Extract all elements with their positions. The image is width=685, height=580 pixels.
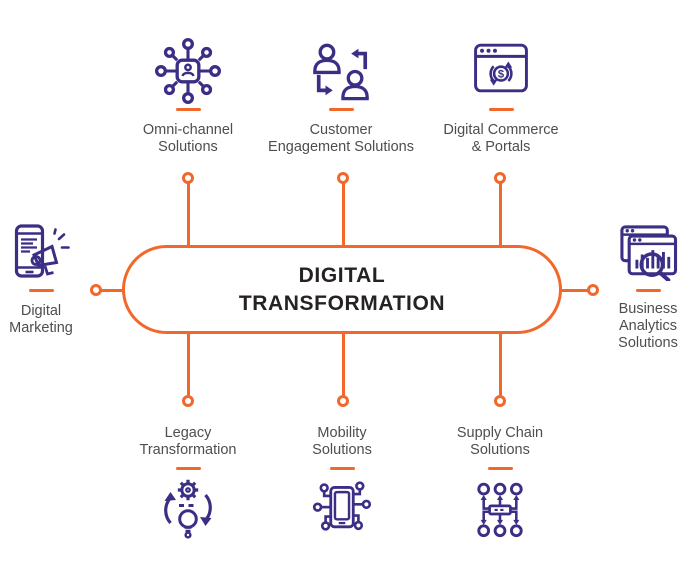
distribution-network-icon bbox=[471, 480, 529, 538]
item-label: Digital Marketing bbox=[9, 303, 73, 336]
central-capsule: DIGITAL TRANSFORMATION bbox=[122, 245, 562, 334]
connector-dot bbox=[337, 395, 349, 407]
connector-dot bbox=[337, 172, 349, 184]
item-label: Business Analytics Solutions bbox=[618, 301, 678, 351]
accent-dash bbox=[488, 108, 514, 111]
phone-megaphone-icon bbox=[9, 224, 73, 278]
people-exchange-icon bbox=[310, 40, 372, 102]
accent-dash bbox=[175, 467, 201, 470]
connector-dot bbox=[494, 172, 506, 184]
connector-line bbox=[498, 334, 502, 401]
connector-line bbox=[186, 334, 190, 401]
item-label: Digital Commerce & Portals bbox=[443, 122, 559, 155]
accent-dash bbox=[28, 289, 54, 292]
connector-line bbox=[341, 178, 345, 245]
accent-dash bbox=[635, 289, 661, 292]
item-customer-engagement-solutions: Customer Engagement Solutions bbox=[246, 40, 436, 156]
browser-dollar-icon: $ bbox=[473, 43, 529, 93]
connector-line bbox=[498, 178, 502, 245]
connector-line bbox=[96, 288, 124, 292]
accent-dash bbox=[175, 108, 201, 111]
item-digital-commerce-portals: $ Digital Commerce & Portals bbox=[416, 43, 586, 156]
connector-line bbox=[186, 178, 190, 245]
item-legacy-transformation: Legacy Transformation bbox=[108, 425, 268, 541]
connector-dot bbox=[90, 284, 102, 296]
connector-dot bbox=[494, 395, 506, 407]
accent-dash bbox=[487, 467, 513, 470]
item-label: Omni-channel Solutions bbox=[142, 122, 234, 155]
item-omni-channel-solutions: Omni-channel Solutions bbox=[108, 38, 268, 156]
item-label: Customer Engagement Solutions bbox=[268, 122, 414, 155]
svg-text:$: $ bbox=[498, 68, 505, 80]
item-label: Legacy Transformation bbox=[139, 425, 237, 458]
connector-dot bbox=[587, 284, 599, 296]
item-label: Supply Chain Solutions bbox=[456, 425, 544, 458]
diagram-title-line2: TRANSFORMATION bbox=[238, 291, 446, 315]
item-digital-marketing: Digital Marketing bbox=[2, 224, 80, 337]
item-label: Mobility Solutions bbox=[312, 425, 372, 458]
connector-line bbox=[341, 334, 345, 401]
connector-line bbox=[560, 288, 593, 292]
gear-bulb-cycle-icon bbox=[156, 477, 220, 541]
item-mobility-solutions: Mobility Solutions bbox=[262, 425, 422, 539]
analytics-magnifier-icon bbox=[617, 225, 679, 281]
item-supply-chain-solutions: Supply Chain Solutions bbox=[420, 425, 580, 538]
connector-dot bbox=[182, 172, 194, 184]
connector-dot bbox=[182, 395, 194, 407]
phone-circuit-icon bbox=[312, 479, 372, 539]
item-business-analytics-solutions: Business Analytics Solutions bbox=[597, 225, 685, 352]
accent-dash bbox=[328, 108, 354, 111]
diagram-title-line1: DIGITAL bbox=[298, 263, 386, 287]
network-hub-icon bbox=[155, 38, 221, 104]
accent-dash bbox=[329, 467, 355, 470]
